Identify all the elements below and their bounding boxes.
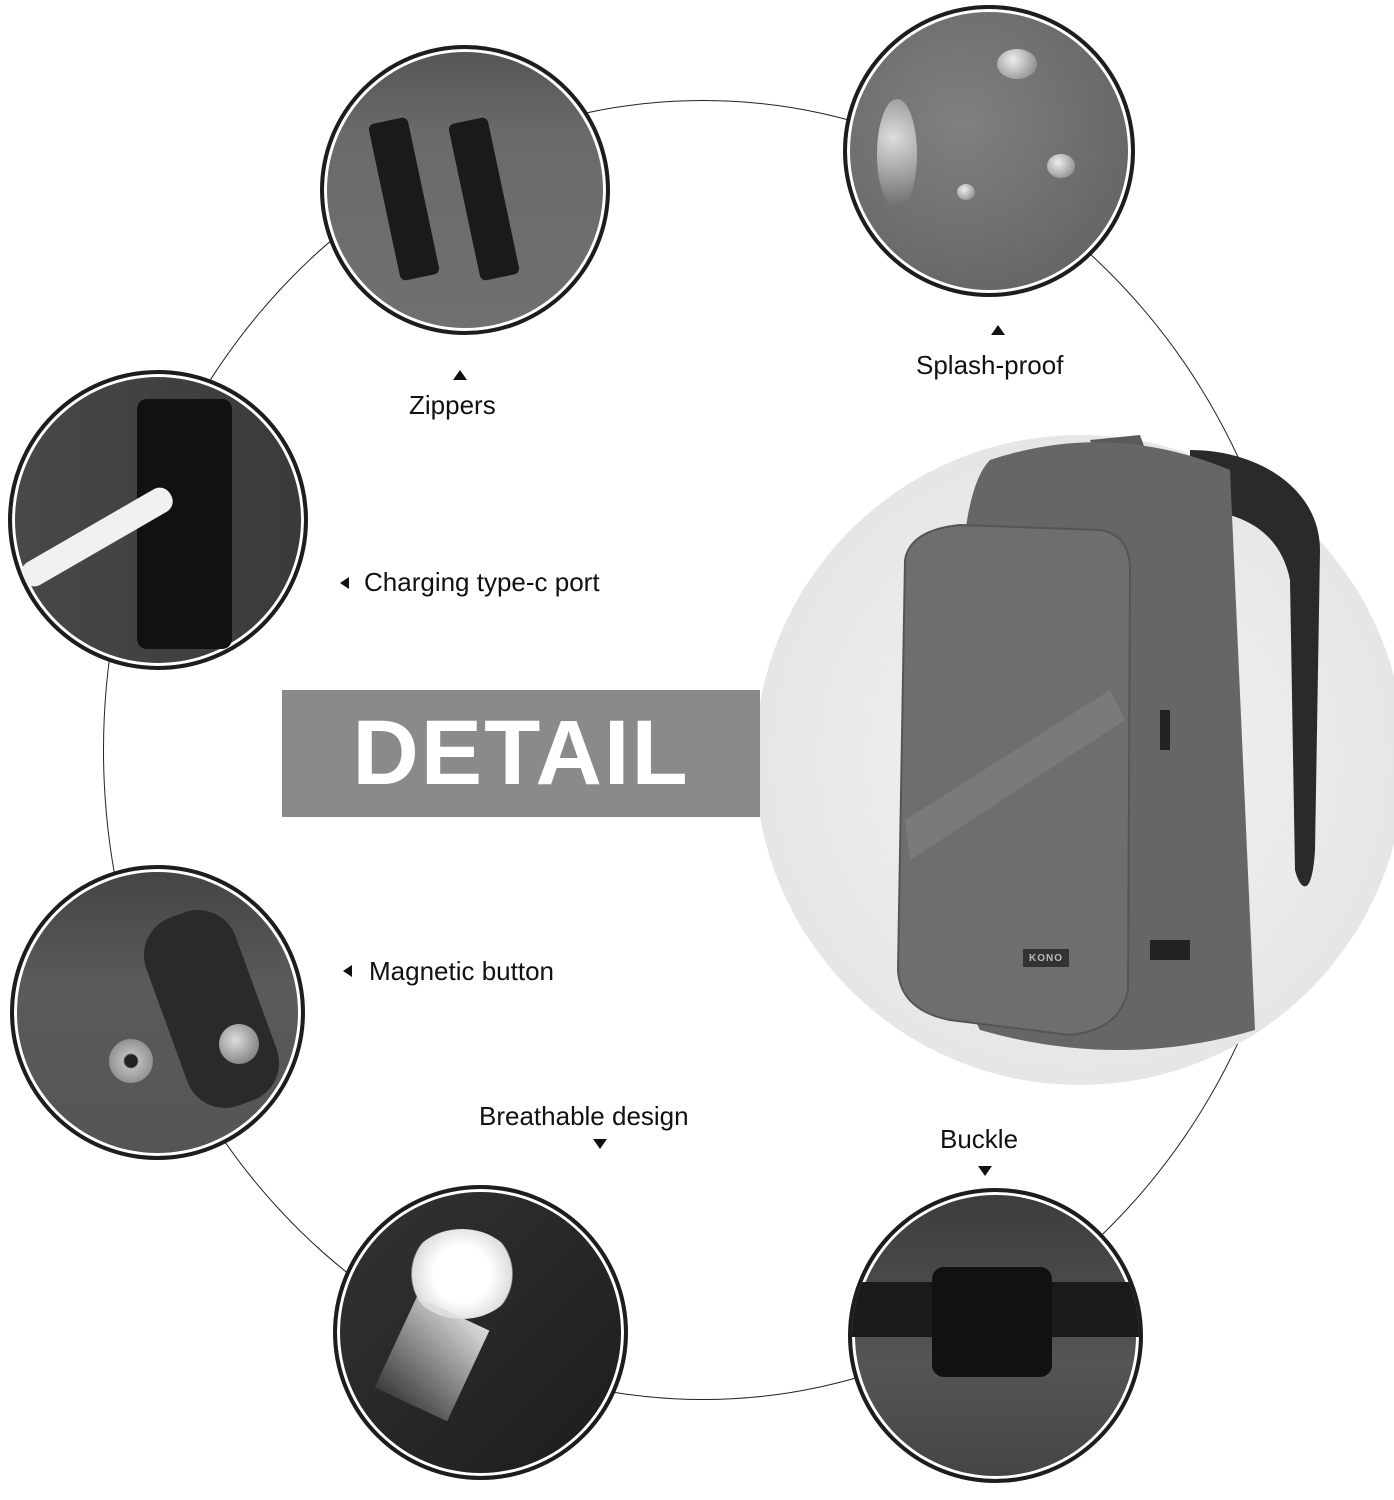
arrow-up-icon (453, 370, 467, 380)
usb-port-icon (137, 399, 232, 649)
backpack-image (896, 435, 1320, 1050)
arrow-up-icon (991, 325, 1005, 335)
breathable-detail-image (333, 1185, 628, 1480)
buckle-label: Buckle (940, 1124, 1019, 1154)
buckle-icon (932, 1267, 1052, 1377)
magnetic-button-detail-image (10, 865, 305, 1160)
zippers-label: Zippers (409, 390, 496, 420)
zippers-detail-image (320, 45, 610, 335)
magnetic-button-label: Magnetic button (369, 956, 555, 986)
zipper-pull (447, 116, 521, 282)
splash-proof-detail-image (843, 5, 1135, 297)
charging-port-detail-image (8, 370, 308, 670)
water-drop (877, 99, 917, 209)
arrow-down-icon (593, 1139, 607, 1149)
buckle-detail-image (848, 1188, 1143, 1483)
water-drop (1047, 154, 1075, 178)
rivet (219, 1024, 259, 1064)
splash-proof-label: Splash-proof (916, 350, 1064, 380)
banner-title: DETAIL (352, 702, 690, 804)
water-drop (957, 184, 975, 200)
breathable-label: Breathable design (479, 1101, 689, 1131)
arrow-left-icon (340, 577, 349, 589)
charging-port-label: Charging type-c port (364, 567, 600, 597)
magnetic-button-icon (109, 1039, 153, 1083)
arrow-down-icon (978, 1166, 992, 1176)
leather-strap (132, 898, 291, 1120)
brand-label: KONO (1023, 949, 1069, 967)
zipper-icon (367, 116, 441, 282)
arrow-left-icon (343, 965, 352, 977)
detail-banner: DETAIL (282, 690, 760, 817)
water-drops-icon (997, 49, 1037, 79)
